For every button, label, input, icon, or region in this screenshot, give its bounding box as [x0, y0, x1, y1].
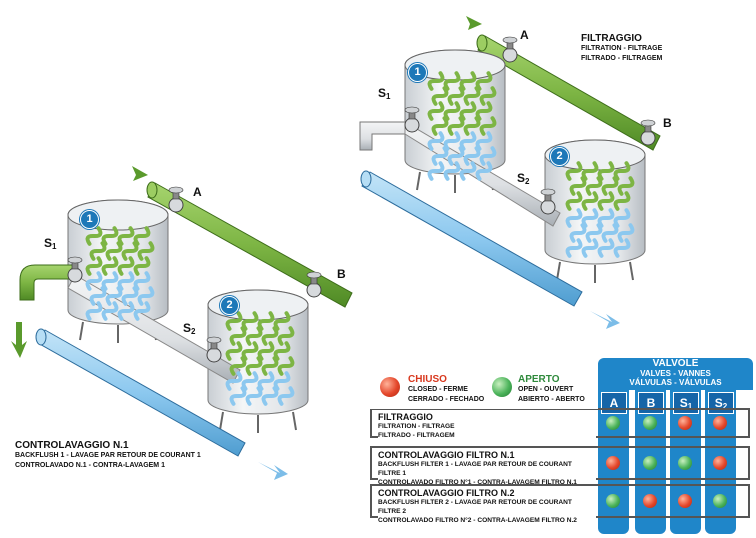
filtration-line1: FILTRATION - FILTRAGE [581, 45, 663, 52]
backwash-title: CONTROLAVAGGIO N.1 [15, 440, 129, 451]
backwash-valve-a-label: A [193, 185, 202, 199]
backwash-line1: BACKFLUSH 1 - LAVAGE PAR RETOUR DE COURA… [15, 452, 201, 459]
backwash-diagram [11, 162, 353, 480]
open-legend-text: APERTO OPEN - OUVERT ABIERTO - ABERTO [518, 374, 585, 404]
valve-open-indicator [643, 456, 657, 470]
valve-closed-indicator [606, 456, 620, 470]
valves-header-line1: VALVES - VANNES [640, 369, 711, 378]
valve-closed-indicator [678, 416, 692, 430]
backwash-valve-s2-label: S2 [183, 321, 196, 336]
backwash-line2: CONTROLAVADO N.1 - CONTRA-LAVAGEM 1 [15, 462, 165, 469]
filtration-caption: FILTRAGGIO FILTRATION - FILTRAGE FILTRAD… [581, 34, 662, 64]
valves-header-title: VALVOLE [652, 358, 699, 369]
filtration-line2: FILTRADO - FILTRAGEM [581, 55, 663, 62]
closed-legend-text: CHIUSO CLOSED - FERME CERRADO - FECHADO [408, 374, 485, 404]
backwash-tank1-badge: 1 [80, 210, 99, 229]
valve-open-indicator [643, 416, 657, 430]
open-legend-icon [492, 377, 512, 397]
filtration-tank1-badge: 1 [408, 63, 427, 82]
valve-open-indicator [678, 456, 692, 470]
valve-closed-indicator [678, 494, 692, 508]
closed-legend-icon [380, 377, 400, 397]
backwash-valve-s1-label: S1 [44, 236, 57, 251]
filtration-valve-s1-label: S1 [378, 86, 391, 101]
valve-closed-indicator [643, 494, 657, 508]
legend: CHIUSO CLOSED - FERME CERRADO - FECHADO … [370, 365, 598, 409]
filtration-valve-s2-label: S2 [517, 171, 530, 186]
backwash-valve-b-label: B [337, 267, 346, 281]
valve-open-indicator [606, 494, 620, 508]
valves-header: VALVOLE VALVES - VANNES VÁLVULAS - VÁLVU… [598, 358, 753, 390]
backwash-caption: CONTROLAVAGGIO N.1 BACKFLUSH 1 - LAVAGE … [15, 441, 201, 471]
valve-open-indicator [713, 494, 727, 508]
valve-closed-indicator [713, 416, 727, 430]
filtration-title: FILTRAGGIO [581, 33, 642, 44]
valves-header-line2: VÁLVULAS - VÁLVULAS [629, 378, 722, 387]
filtration-valve-a-label: A [520, 28, 529, 42]
backwash-tank2-badge: 2 [220, 296, 239, 315]
filtration-valve-b-label: B [663, 116, 672, 130]
valve-closed-indicator [713, 456, 727, 470]
filtration-tank2-badge: 2 [550, 147, 569, 166]
valve-open-indicator [606, 416, 620, 430]
